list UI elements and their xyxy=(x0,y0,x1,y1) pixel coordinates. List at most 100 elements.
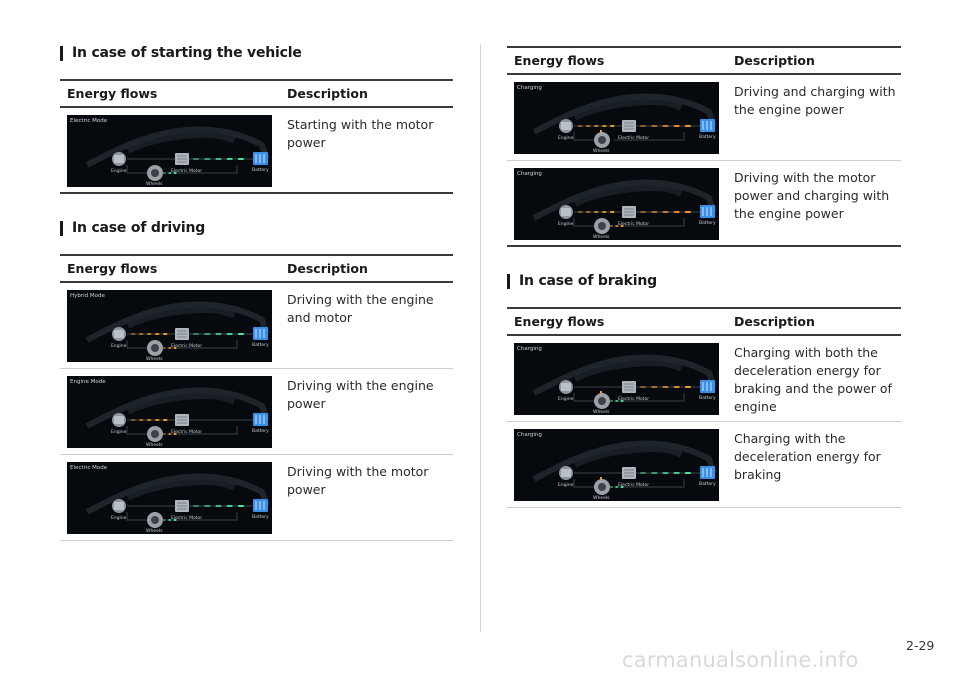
flow-arrow xyxy=(204,158,211,160)
mode-label: Charging xyxy=(517,346,542,352)
flow-arrow xyxy=(168,519,172,521)
power-line xyxy=(573,479,685,488)
motor-label: Electric Motor xyxy=(171,168,202,174)
flow-arrow xyxy=(173,433,177,435)
flow-arrow xyxy=(615,400,619,402)
heading-text: In case of starting the vehicle xyxy=(72,45,302,61)
flow-arrow xyxy=(237,333,244,335)
flow-arrow xyxy=(131,419,136,421)
battery-label: Battery xyxy=(699,395,716,401)
section-heading-driving: In case of driving xyxy=(60,218,205,238)
power-line xyxy=(126,165,238,174)
flow-arrow xyxy=(204,333,211,335)
flow-arrow xyxy=(662,386,669,388)
power-line xyxy=(573,132,685,141)
flow-arrow xyxy=(684,472,691,474)
flow-arrow xyxy=(673,472,680,474)
section-heading-starting: In case of starting the vehicle xyxy=(60,43,302,63)
car-window xyxy=(571,180,685,207)
header-description: Description xyxy=(287,261,368,276)
wheels-label: Wheels xyxy=(146,356,163,362)
flow-arrow xyxy=(620,400,624,402)
battery-label: Battery xyxy=(252,167,269,173)
flow-arrow xyxy=(237,505,244,507)
mode-label: Electric Mode xyxy=(70,118,108,124)
mode-label: Hybrid Mode xyxy=(70,293,105,299)
wheel-hub xyxy=(598,483,606,491)
flow-arrow xyxy=(155,333,160,335)
power-line xyxy=(126,512,238,521)
wheel-hub xyxy=(598,222,606,230)
engine-block xyxy=(561,122,571,130)
table-header: Energy flows Description xyxy=(507,307,901,336)
flow-arrow xyxy=(602,125,607,127)
wheels-label: Wheels xyxy=(593,234,610,240)
car-window xyxy=(571,94,685,121)
flow-arrow xyxy=(139,419,144,421)
motor-label: Electric Motor xyxy=(171,515,202,521)
section-heading-braking: In case of braking xyxy=(507,271,657,291)
flow-arrow xyxy=(168,172,172,174)
flow-arrow xyxy=(594,125,599,127)
flow-arrow xyxy=(651,211,658,213)
flow-arrow xyxy=(610,400,613,402)
flow-arrow xyxy=(610,225,613,227)
engine-block xyxy=(561,469,571,477)
flow-arrow xyxy=(640,125,647,127)
table-header: Energy flows Description xyxy=(507,46,901,75)
page-number: 2-29 xyxy=(906,638,935,653)
flow-arrow xyxy=(673,125,680,127)
description-text: Starting with the motor power xyxy=(287,117,434,150)
flow-arrow xyxy=(673,386,680,388)
wheel-hub xyxy=(598,136,606,144)
battery-label: Battery xyxy=(252,342,269,348)
motor-label: Electric Motor xyxy=(171,429,202,435)
motor-label: Electric Motor xyxy=(618,482,649,488)
engine-label: Engine xyxy=(111,343,127,349)
wheels-label: Wheels xyxy=(146,528,163,534)
car-window xyxy=(124,302,238,329)
flow-arrow xyxy=(620,225,624,227)
wheel-hub xyxy=(151,344,159,352)
flow-arrow xyxy=(662,211,669,213)
flow-arrow xyxy=(594,211,599,213)
flow-arrow xyxy=(640,472,647,474)
flow-arrow xyxy=(163,172,166,174)
header-description: Description xyxy=(734,53,815,68)
wheel-hub xyxy=(151,169,159,177)
flow-arrow xyxy=(620,486,624,488)
heading-bar xyxy=(60,45,63,61)
engine-label: Engine xyxy=(558,135,574,141)
flow-arrow xyxy=(139,333,144,335)
flow-arrow xyxy=(163,519,166,521)
description-text: Driving with the engine and motor xyxy=(287,292,434,325)
description-text: Driving and charging with the engine pow… xyxy=(734,84,896,117)
description-text: Driving with the motor power and chargin… xyxy=(734,170,890,221)
battery-label: Battery xyxy=(699,481,716,487)
car-window xyxy=(124,127,238,154)
wheels-label: Wheels xyxy=(146,181,163,187)
wheels-label: Wheels xyxy=(593,495,610,501)
table-driving-continued: Energy flows Description Charging Engine… xyxy=(507,46,901,247)
car-window xyxy=(571,355,685,382)
flow-arrow xyxy=(610,211,615,213)
flow-arrow xyxy=(147,419,152,421)
description-text: Driving with the motor power xyxy=(287,464,429,497)
battery-label: Battery xyxy=(252,428,269,434)
